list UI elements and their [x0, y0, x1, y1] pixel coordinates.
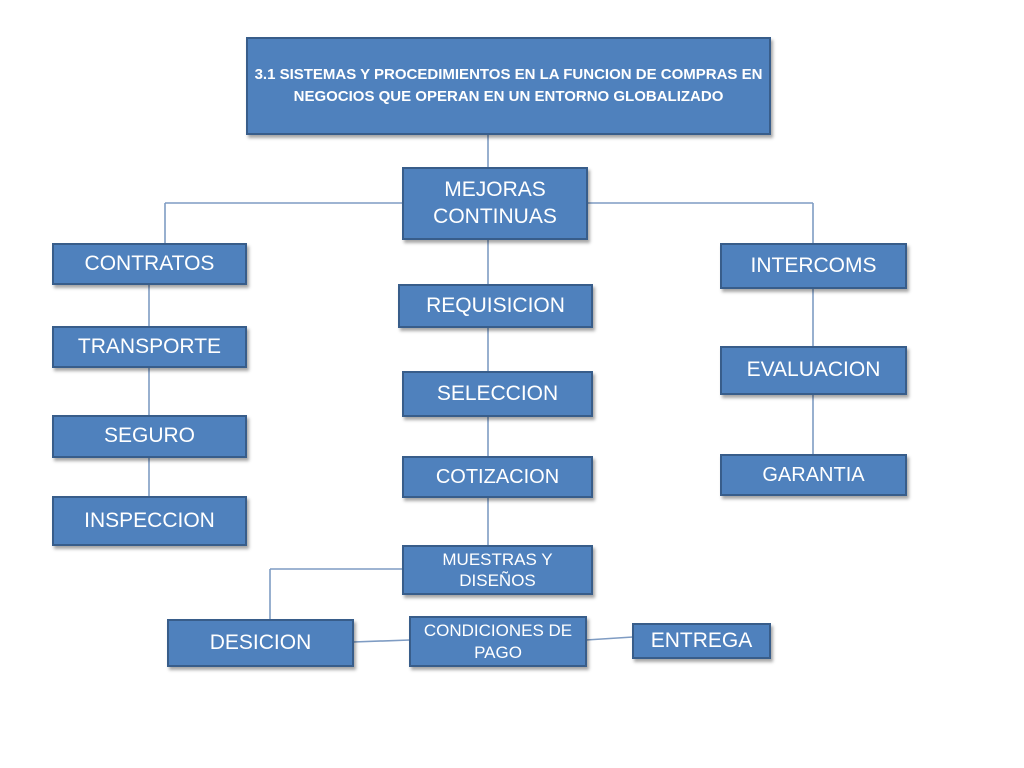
box-seleccion: SELECCION	[402, 371, 593, 417]
box-desicion: DESICION	[167, 619, 354, 667]
title-box: 3.1 SISTEMAS Y PROCEDIMIENTOS EN LA FUNC…	[246, 37, 771, 135]
box-contratos: CONTRATOS	[52, 243, 247, 285]
box-muestras-y-disenos: MUESTRAS Y DISEÑOS	[402, 545, 593, 595]
box-evaluacion: EVALUACION	[720, 346, 907, 395]
box-transporte: TRANSPORTE	[52, 326, 247, 368]
box-entrega: ENTREGA	[632, 623, 771, 659]
connector-condiciones-entrega	[585, 636, 634, 641]
box-seguro: SEGURO	[52, 415, 247, 458]
box-condiciones-de-pago: CONDICIONES DE PAGO	[409, 616, 587, 667]
box-inspeccion: INSPECCION	[52, 496, 247, 546]
connector-desicion-condiciones	[352, 639, 411, 643]
box-requisicion: REQUISICION	[398, 284, 593, 328]
box-cotizacion: COTIZACION	[402, 456, 593, 498]
box-garantia: GARANTIA	[720, 454, 907, 496]
root-box-mejoras-continuas: MEJORAS CONTINUAS	[402, 167, 588, 240]
box-intercoms: INTERCOMS	[720, 243, 907, 289]
